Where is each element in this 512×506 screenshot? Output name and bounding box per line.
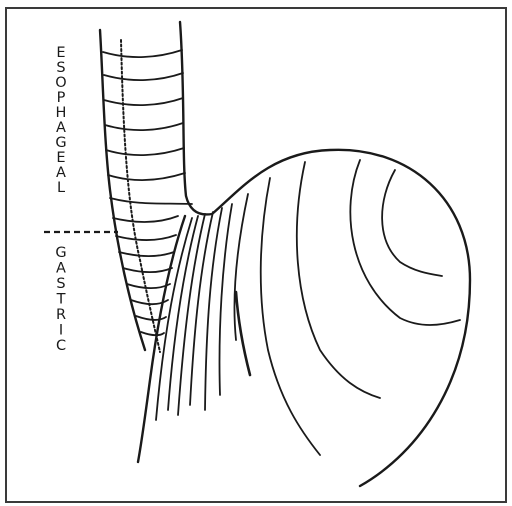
figure-frame: [6, 8, 506, 502]
stomach-outer-wall: [212, 150, 470, 486]
dotted-line: [121, 40, 160, 352]
gastric-folds: [156, 160, 460, 455]
stomach-lesser-curve: [138, 216, 185, 462]
esophagus-right-wall: [180, 22, 212, 214]
esophagus: [100, 22, 212, 352]
